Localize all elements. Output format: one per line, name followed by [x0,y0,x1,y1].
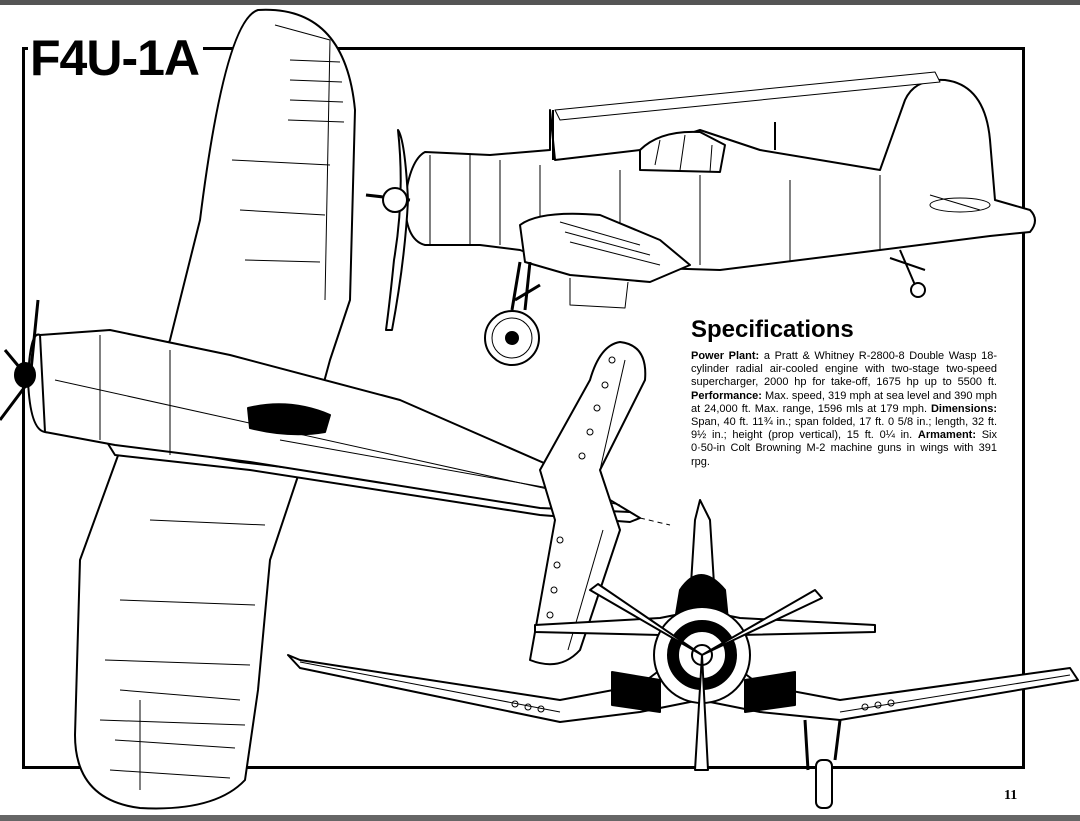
power-plant-text: a Pratt & Whitney R-2800-8 Double Wasp 1… [691,350,997,389]
performance-label: Performance: [691,389,762,402]
dimensions-text: Span, 40 ft. 11¾ in.; span folded, 17 ft… [691,416,997,442]
page-number: 11 [1004,788,1018,803]
specifications-text: Power Plant: a Pratt & Whitney R-2800-8 … [691,350,997,469]
side-view-drawing [365,71,1036,366]
top-view-drawing [0,8,671,810]
armament-text: Six 0·50-in Colt Browning M-2 machine gu… [691,429,997,468]
aircraft-title: F4U-1A [28,30,204,86]
specifications-heading: Specifications [691,316,854,343]
front-view-drawing [287,499,1079,809]
performance-text: Max. speed, 319 mph at sea level and 390… [691,389,997,415]
armament-label: Armament: [917,429,976,442]
top-edge [0,0,1080,5]
page-border [22,47,1025,769]
bottom-edge [0,815,1080,821]
power-plant-label: Power Plant: [691,350,760,362]
dimensions-label: Dimensions: [930,402,997,415]
